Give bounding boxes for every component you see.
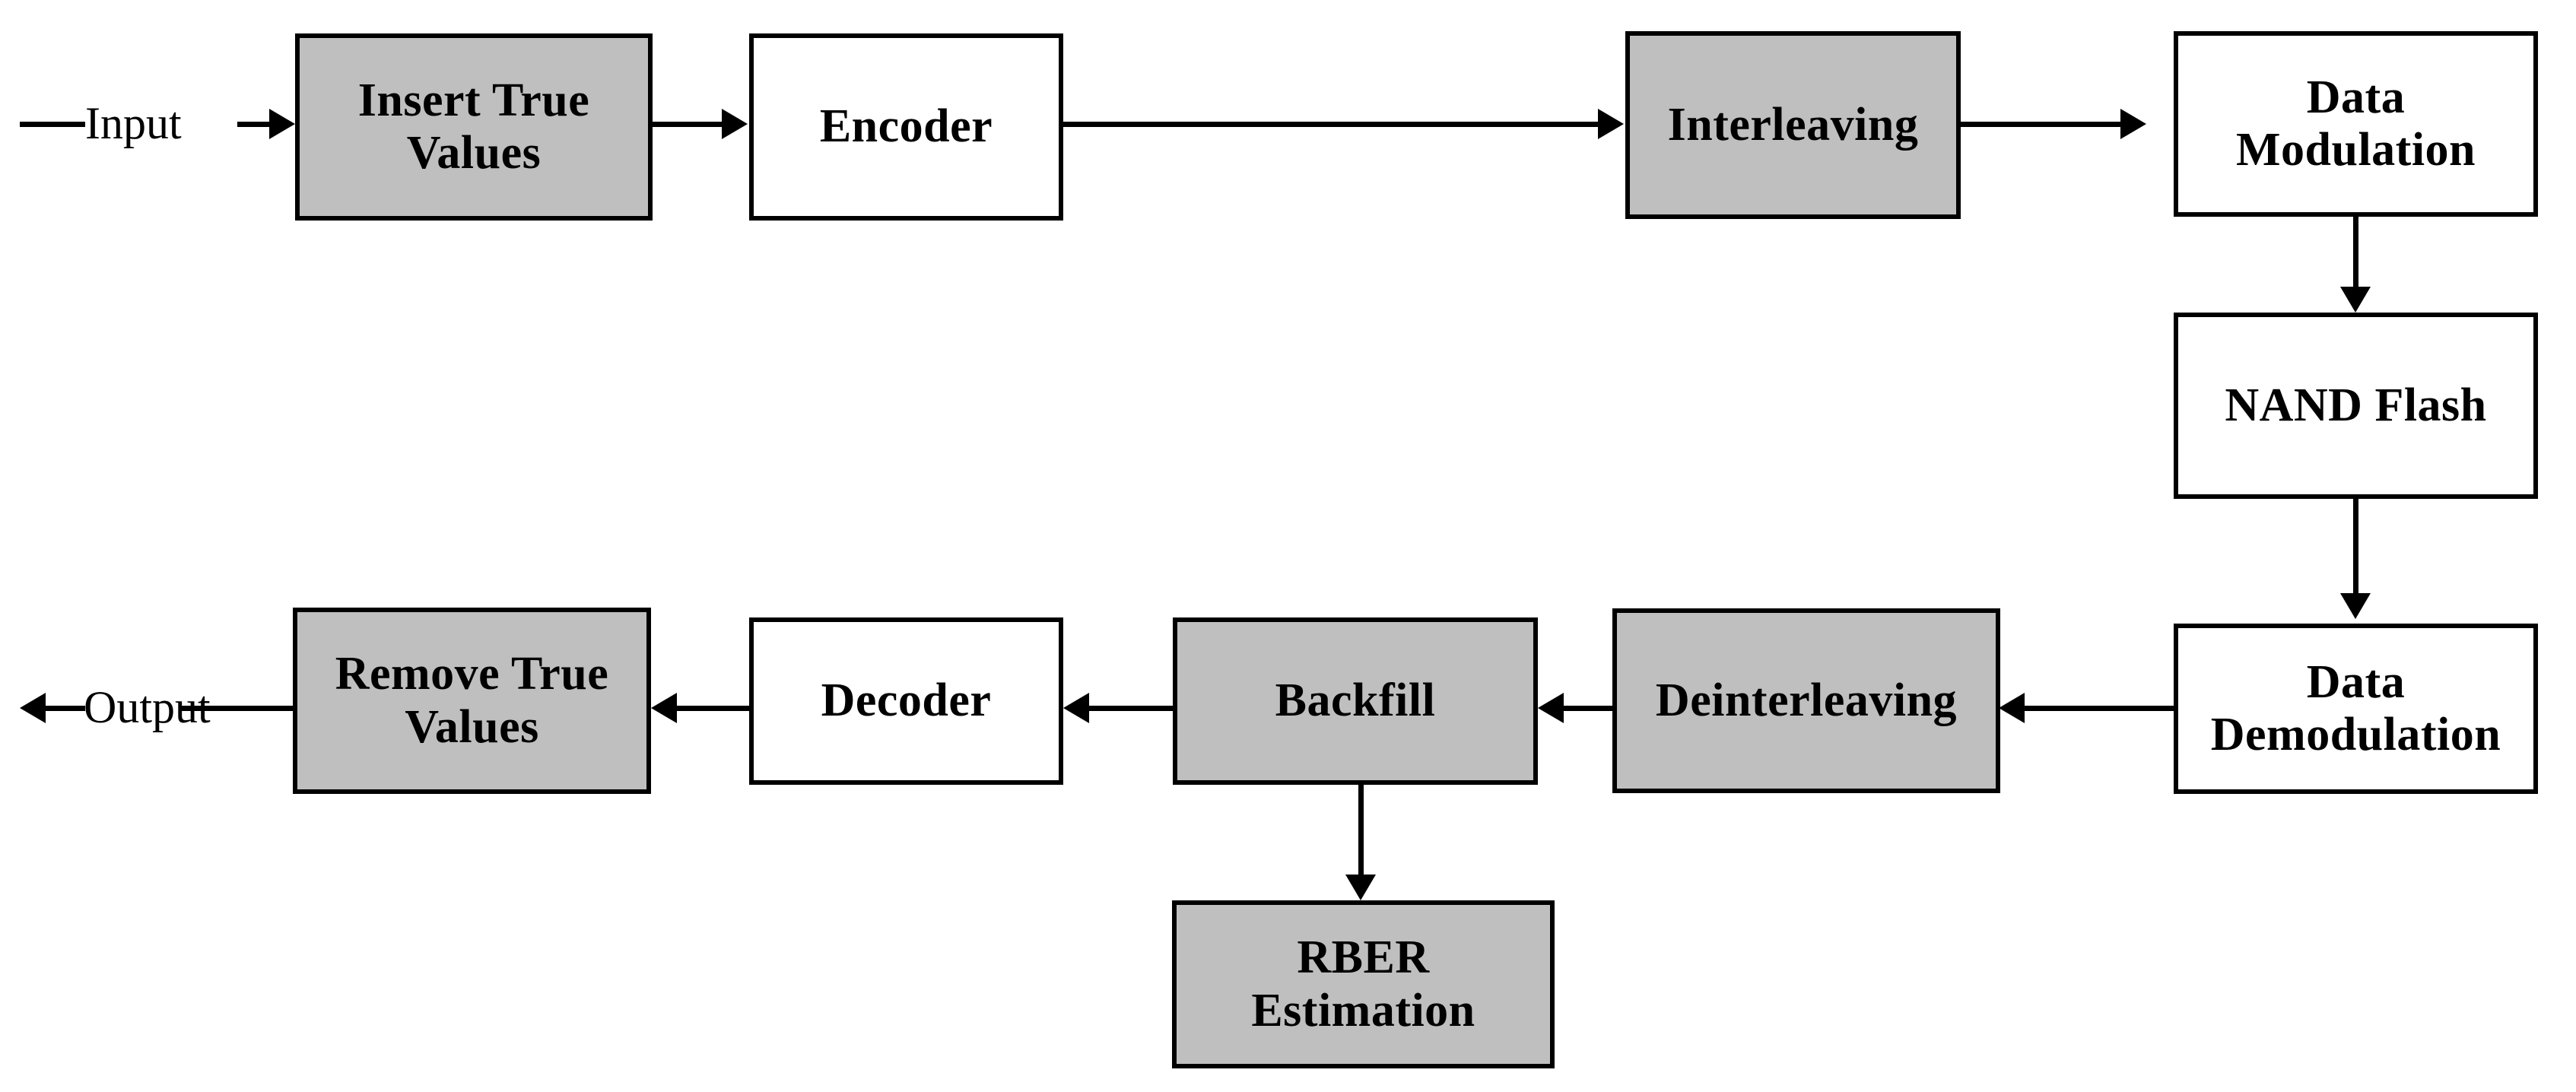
node-label: Deinterleaving [1655,674,1958,726]
output-stub-line [46,706,85,711]
arrowhead-demodulation-to-deinterleaving [1999,693,2025,723]
node-insert-true-values[interactable]: Insert True Values [295,33,653,221]
node-remove-true-values[interactable]: Remove True Values [293,608,651,794]
node-label: Insert True Values [357,74,590,179]
arrowhead-insert-to-encoder [722,109,748,139]
arrowhead-backfill-to-rber [1345,875,1376,900]
edge-encoder-to-interleaving [1063,122,1599,127]
arrowhead-modulation-to-nand [2340,287,2371,313]
arrowhead-encoder-to-interleaving [1598,109,1624,139]
edge-input-to-insert [237,122,271,127]
node-label: RBER Estimation [1251,932,1475,1036]
edge-deinterleaving-to-backfill [1564,706,1612,711]
node-label: Decoder [821,675,992,727]
arrowhead-backfill-to-decoder [1063,693,1089,723]
node-interleaving[interactable]: Interleaving [1625,31,1961,219]
arrowhead-nand-to-demodulation [2340,593,2371,619]
arrowhead-input-to-insert [269,109,295,139]
edge-remove-to-output [179,706,293,711]
node-label: NAND Flash [2225,379,2487,431]
node-encoder[interactable]: Encoder [749,33,1063,221]
edge-interleaving-to-modulation [1961,122,2122,127]
arrowhead-interleaving-to-modulation [2120,109,2146,139]
edge-nand-to-demodulation [2353,499,2358,596]
node-label: Encoder [819,100,993,153]
node-data-modulation[interactable]: Data Modulation [2174,31,2538,217]
input-stub-line [20,122,85,127]
node-data-demodulation[interactable]: Data Demodulation [2174,624,2538,794]
node-nand-flash[interactable]: NAND Flash [2174,313,2538,499]
edge-backfill-to-decoder [1089,706,1173,711]
edge-decoder-to-remove [677,706,749,711]
node-deinterleaving[interactable]: Deinterleaving [1612,608,2000,793]
arrowhead-deinterleaving-to-backfill [1538,693,1564,723]
node-rber-estimation[interactable]: RBER Estimation [1172,900,1555,1068]
input-label: Input [85,98,182,148]
edge-modulation-to-nand [2353,217,2358,290]
node-label: Data Modulation [2235,71,2476,176]
arrowhead-decoder-to-remove [651,693,677,723]
edge-backfill-to-rber [1358,785,1364,878]
node-decoder[interactable]: Decoder [749,617,1063,785]
edge-insert-to-encoder [653,122,723,127]
node-label: Backfill [1275,675,1436,727]
node-label: Remove True Values [335,648,609,753]
node-backfill[interactable]: Backfill [1173,617,1538,785]
node-label: Interleaving [1667,98,1919,151]
edge-demodulation-to-deinterleaving [2025,706,2174,711]
output-label: Output [84,682,211,732]
arrowhead-remove-to-output [20,693,46,723]
node-label: Data Demodulation [2210,656,2501,760]
